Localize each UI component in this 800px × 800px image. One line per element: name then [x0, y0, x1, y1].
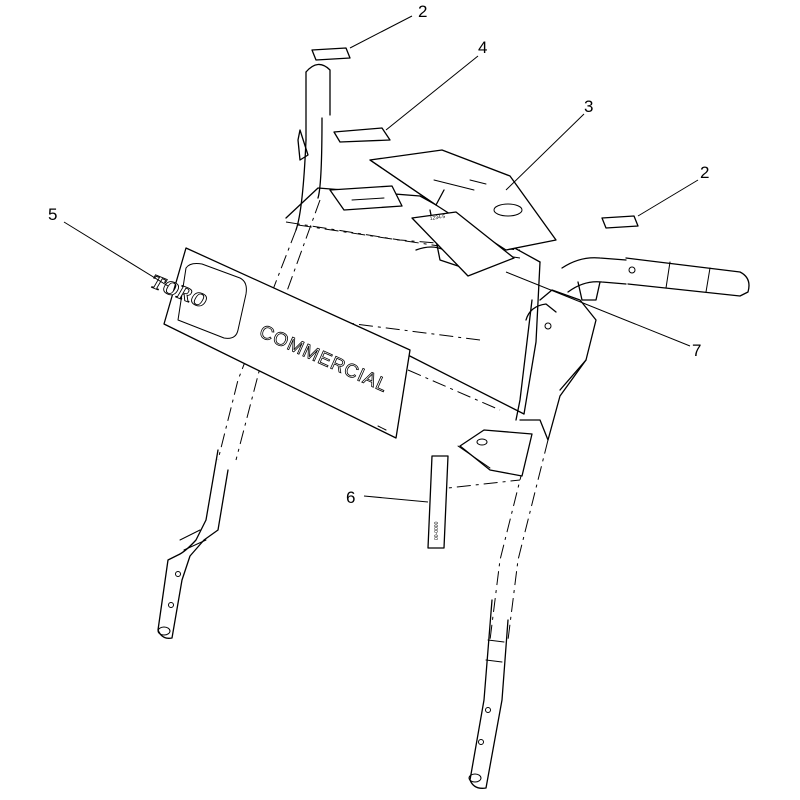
callout-labels: 2 4 3 2 5 7 6: [48, 2, 709, 507]
callout-2-right: 2: [700, 163, 709, 182]
callout-5: 5: [48, 205, 57, 224]
leader-2-left: [349, 15, 413, 49]
lower-bracket: [457, 429, 533, 477]
callout-3: 3: [584, 97, 593, 116]
leader-lines: [63, 15, 699, 503]
leader-7: [505, 271, 691, 347]
decal-7: 1234-5: [411, 211, 515, 277]
decal-2-left: [311, 47, 351, 61]
decal-2-right: [601, 215, 639, 229]
decal-5: TORO COMMERCIAL: [146, 247, 411, 439]
decal-3: [369, 149, 557, 251]
callout-2-left: 2: [418, 2, 427, 21]
callout-4: 4: [478, 38, 487, 57]
bracket-plate: [329, 185, 403, 211]
leader-3: [505, 113, 585, 191]
leader-6: [363, 495, 429, 503]
svg-text:1234-5: 1234-5: [429, 214, 445, 222]
leader-2-right: [637, 179, 699, 217]
decal-4: [333, 127, 391, 143]
svg-text:00-0000: 00-0000: [434, 521, 440, 540]
leader-4: [385, 55, 479, 131]
right-handle-tube: [468, 257, 750, 789]
leader-5: [63, 221, 169, 287]
callout-7: 7: [692, 341, 701, 360]
callout-6: 6: [346, 488, 355, 507]
decal-6: 00-0000: [427, 455, 449, 549]
